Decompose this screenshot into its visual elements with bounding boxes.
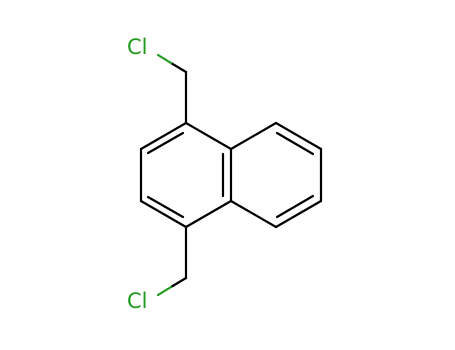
bond-c4-c4a (184, 199, 233, 229)
bond-c6-c5 (274, 199, 323, 229)
bond-ch2-cl-top-black (169, 61, 188, 74)
bond-c8a-c8 (229, 121, 278, 151)
bond-c6-c5-inner (275, 194, 315, 219)
bond-c8-c7-inner (275, 131, 315, 156)
atom-cl-top: Cl (127, 35, 148, 59)
bond-ch2-cl-bottom-green (156, 285, 173, 297)
bond-c3-c4-inner (146, 195, 185, 219)
bond-c5-c4a (229, 199, 278, 229)
bond-c8-c7 (274, 121, 323, 151)
bond-ch2-cl-bottom-black (169, 276, 188, 289)
bond-c3-c4 (139, 199, 188, 229)
bond-c1-c2 (139, 121, 188, 151)
bond-c8a-c1 (184, 121, 233, 151)
bond-ch2-cl-top-green (156, 53, 173, 65)
atom-cl-bottom: Cl (127, 289, 148, 313)
bond-c1-c2-inner (146, 131, 185, 155)
